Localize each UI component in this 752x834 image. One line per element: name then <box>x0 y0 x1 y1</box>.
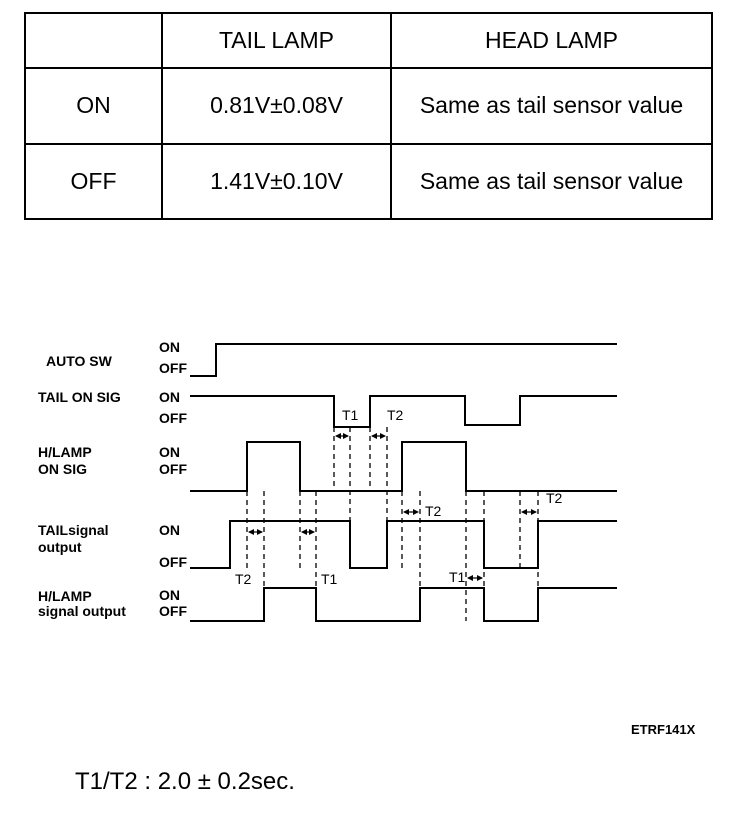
row-state-cell: ON <box>24 67 163 145</box>
waveform-hlamp-output <box>190 587 617 622</box>
signal-label-tail-output: TAILsignal <box>38 522 109 538</box>
row-state-cell: OFF <box>24 142 163 220</box>
signal-label-hlamp-on-sig: H/LAMP <box>38 444 92 460</box>
t1-label: T1 <box>342 407 359 423</box>
header-cell-tail-lamp: TAIL LAMP <box>161 12 392 69</box>
t2-label: T2 <box>425 503 442 519</box>
state-label-on: ON <box>159 587 180 603</box>
figure-code: ETRF141X <box>631 722 696 737</box>
state-label-on: ON <box>159 389 180 405</box>
state-label-off: OFF <box>159 554 187 570</box>
signal-label-hlamp-output: signal output <box>38 603 126 619</box>
state-label-on: ON <box>159 444 180 460</box>
state-label-on: ON <box>159 522 180 538</box>
tail-voltage-cell: 1.41V±0.10V <box>161 142 392 220</box>
signal-label-tail-output: output <box>38 539 82 555</box>
table-row: OFF 1.41V±0.10V Same as tail sensor valu… <box>24 142 713 220</box>
state-label-off: OFF <box>159 603 187 619</box>
t1-label: T1 <box>449 569 466 585</box>
header-cell-empty <box>24 12 163 69</box>
waveform-tail-output <box>190 520 617 569</box>
signal-label-hlamp-on-sig: ON SIG <box>38 461 87 477</box>
state-label-off: OFF <box>159 410 187 426</box>
guide-lines <box>246 427 539 621</box>
waveform-tail-on-sig <box>190 395 617 428</box>
t1-label: T1 <box>321 571 338 587</box>
t2-label: T2 <box>546 490 563 506</box>
tail-voltage-cell: 0.81V±0.08V <box>161 67 392 145</box>
head-value-cell: Same as tail sensor value <box>390 142 713 220</box>
table-row: ON 0.81V±0.08V Same as tail sensor value <box>24 67 713 145</box>
head-value-cell: Same as tail sensor value <box>390 67 713 145</box>
waveform-auto-sw <box>190 343 617 377</box>
t2-label: T2 <box>235 571 252 587</box>
delay-arrows <box>248 433 537 581</box>
signal-label-auto-sw: AUTO SW <box>46 353 113 369</box>
timing-note: T1/T2 : 2.0 ± 0.2sec. <box>75 768 295 795</box>
spec-table: TAIL LAMP HEAD LAMP ON 0.81V±0.08V Same … <box>24 12 713 220</box>
table-header-row: TAIL LAMP HEAD LAMP <box>24 12 713 69</box>
header-cell-head-lamp: HEAD LAMP <box>390 12 713 69</box>
state-label-on: ON <box>159 339 180 355</box>
state-label-off: OFF <box>159 360 187 376</box>
waveform-hlamp-on-sig <box>190 441 617 492</box>
signal-label-hlamp-output: H/LAMP <box>38 588 92 604</box>
state-label-off: OFF <box>159 461 187 477</box>
t2-label: T2 <box>387 407 404 423</box>
signal-label-tail-on-sig: TAIL ON SIG <box>38 389 121 405</box>
